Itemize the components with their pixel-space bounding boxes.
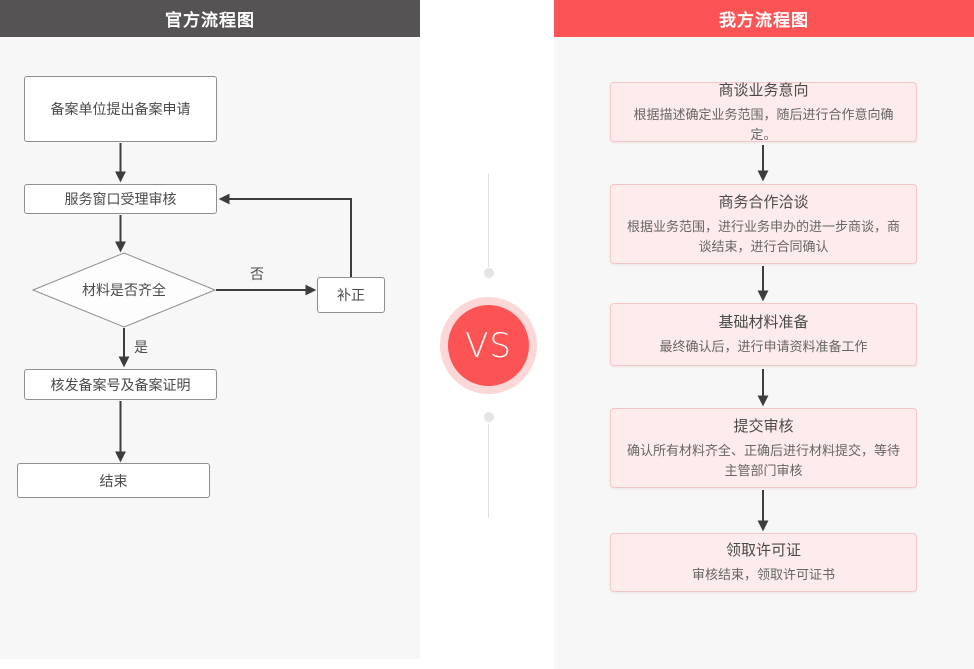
official-flow-title: 官方流程图 xyxy=(0,0,420,37)
divider-dot-top xyxy=(484,268,494,278)
step-title: 提交审核 xyxy=(733,416,794,435)
flow-node-apply: 备案单位提出备案申请 xyxy=(24,76,217,142)
flow-node-correction: 补正 xyxy=(317,277,385,313)
step-card-4: 提交审核 确认所有材料齐全、正确后进行材料提交，等待主管部门审核 xyxy=(610,408,917,488)
step-card-1: 商谈业务意向 根据描述确定业务范围，随后进行合作意向确定。 xyxy=(610,80,917,143)
step-desc: 根据业务范围，进行业务申办的进一步商谈，商谈结束，进行合同确认 xyxy=(626,219,900,255)
divider-dot-bottom xyxy=(484,412,494,422)
step-card-5: 领取许可证 审核结束，领取许可证书 xyxy=(610,533,917,592)
step-desc: 审核结束，领取许可证书 xyxy=(691,568,835,583)
our-flow-title: 我方流程图 xyxy=(554,0,974,37)
flow-node-decision: 材料是否齐全 xyxy=(82,283,166,299)
step-desc: 最终确认后，进行申请资料准备工作 xyxy=(659,340,868,355)
step-title: 基础材料准备 xyxy=(718,313,809,331)
edge-label-no: 否 xyxy=(250,267,264,283)
step-title: 商务合作洽谈 xyxy=(718,192,809,211)
step-desc: 根据描述确定业务范围，随后进行合作意向确定。 xyxy=(633,107,894,143)
step-desc: 确认所有材料齐全、正确后进行材料提交，等待主管部门审核 xyxy=(626,443,900,479)
flow-node-end: 结束 xyxy=(17,463,210,498)
step-title: 领取许可证 xyxy=(725,541,801,559)
step-card-3: 基础材料准备 最终确认后，进行申请资料准备工作 xyxy=(610,303,917,366)
flow-node-issue-cert: 核发备案号及备案证明 xyxy=(24,369,217,400)
edge-label-yes: 是 xyxy=(134,340,148,356)
vs-badge: VS xyxy=(440,297,537,394)
divider-line-bottom xyxy=(488,424,489,518)
step-title: 商谈业务意向 xyxy=(718,80,809,99)
divider-line-top xyxy=(488,174,489,267)
flow-node-window-review: 服务窗口受理审核 xyxy=(24,184,217,214)
vs-badge-text: VS xyxy=(448,305,529,386)
step-card-2: 商务合作洽谈 根据业务范围，进行业务申办的进一步商谈，商谈结束，进行合同确认 xyxy=(610,184,917,264)
